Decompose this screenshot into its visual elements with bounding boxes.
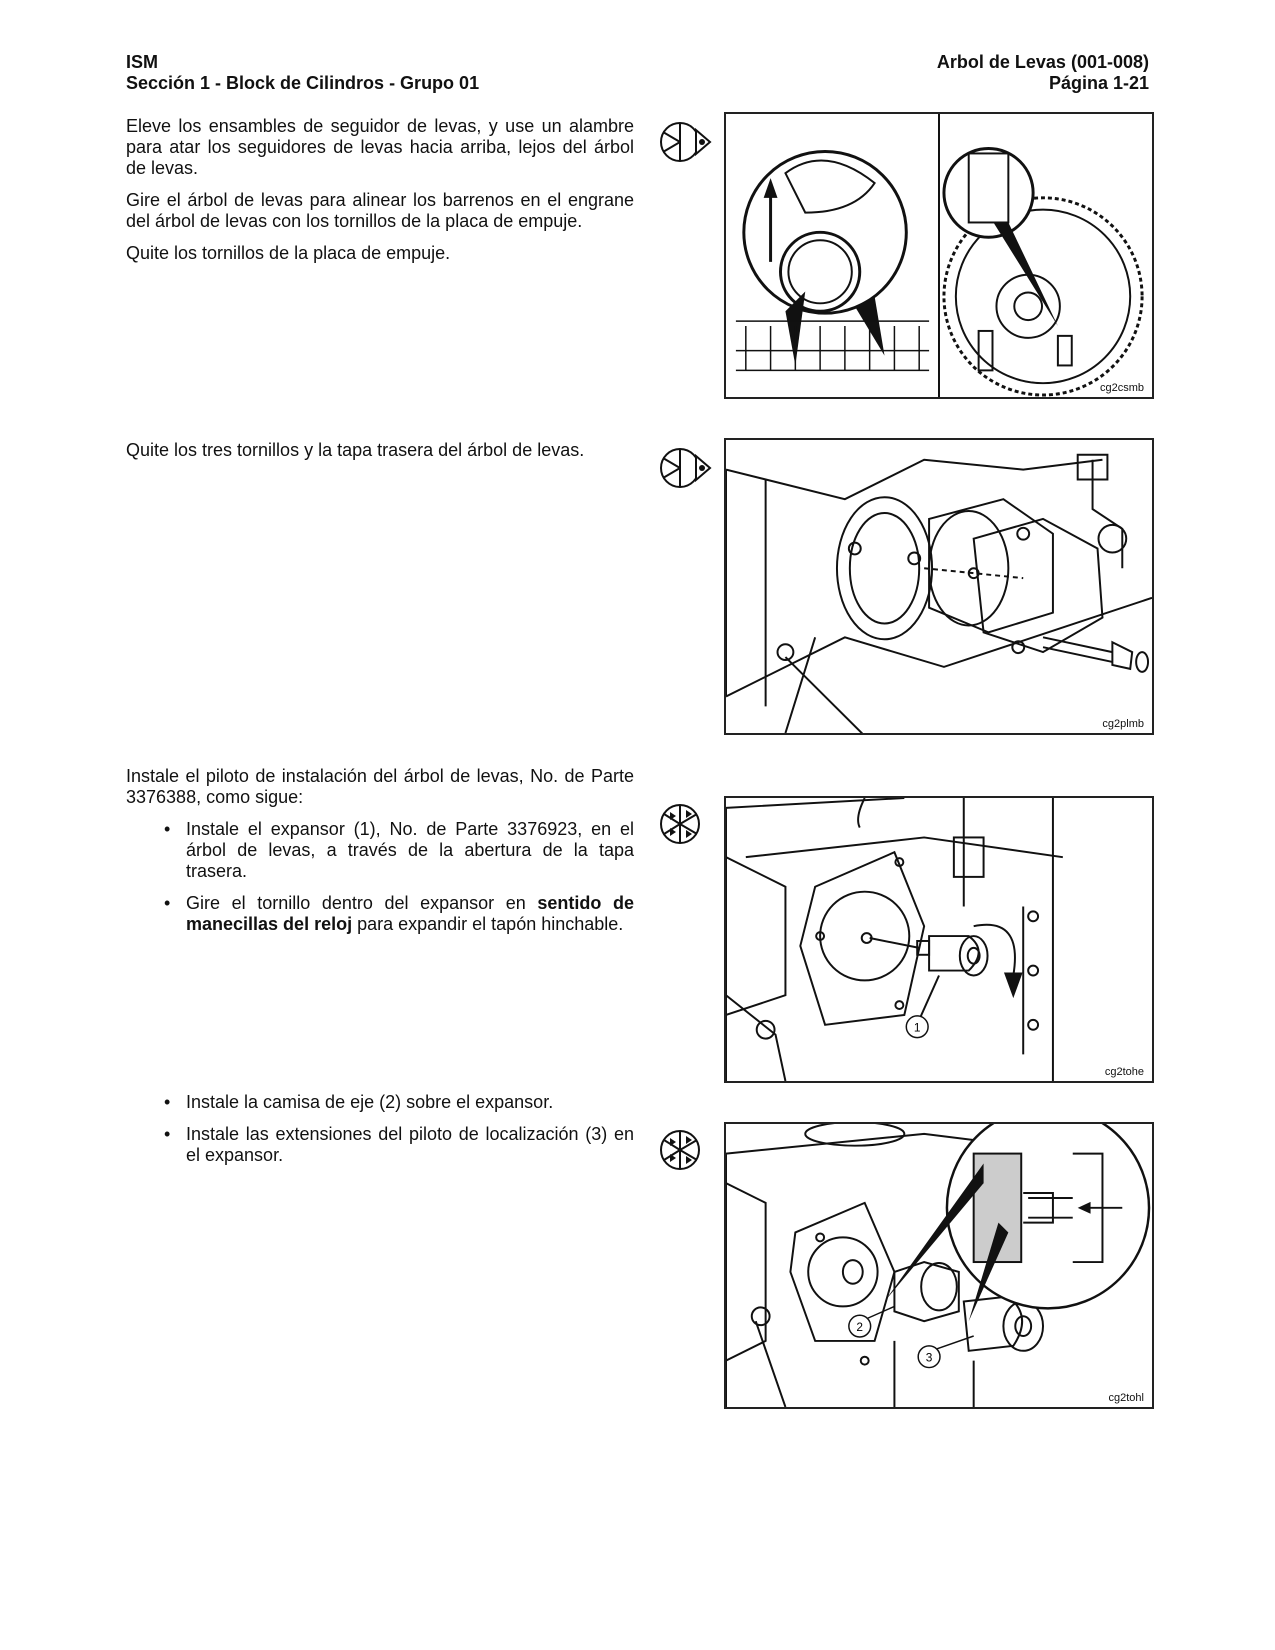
figure-cam-followers: cg2csmb: [724, 112, 1154, 399]
step-2-paragraph: Quite los tres tornillos y la tapa trase…: [126, 440, 585, 460]
emphasis-text: sentido de manecillas del reloj: [186, 893, 634, 934]
list-item-text: para expandir el tapón hinchable.: [352, 914, 624, 934]
figure-rear-cover: cg2plmb: [724, 438, 1154, 735]
step-4-bullet-list: Instale la camisa de eje (2) sobre el ex…: [126, 1092, 634, 1166]
step-3-paragraph: Instale el piloto de instalación del árb…: [126, 766, 634, 807]
figure-code: cg2tohl: [1106, 1392, 1146, 1404]
install-icon: [658, 800, 714, 848]
manual-title: ISM: [126, 52, 159, 72]
step-1-text: Eleve los ensambles de seguidor de levas…: [126, 116, 634, 275]
list-item: Instale las extensiones del piloto de lo…: [164, 1124, 634, 1166]
list-item-text: Gire el tornillo dentro del expansor en: [186, 893, 538, 913]
callout-label: 2: [856, 1320, 863, 1334]
page-header-right: Arbol de Levas (001-008) Página 1-21: [937, 52, 1149, 94]
callout-label: 3: [926, 1351, 933, 1365]
step-3-bullet-list: Instale el expansor (1), No. de Parte 33…: [126, 819, 634, 935]
figure-code: cg2csmb: [1097, 382, 1146, 394]
step-1-paragraph: Eleve los ensambles de seguidor de levas…: [126, 116, 634, 178]
step-2-text: Quite los tres tornillos y la tapa trase…: [126, 440, 634, 472]
step-1-paragraph: Gire el árbol de levas para alinear los …: [126, 190, 634, 231]
list-item: Gire el tornillo dentro del expansor en …: [164, 893, 634, 935]
list-item: Instale la camisa de eje (2) sobre el ex…: [164, 1092, 634, 1113]
remove-icon: [658, 118, 714, 166]
figure-shaft-sleeve: 2 3 cg2tohl: [724, 1122, 1154, 1409]
page-header-left: ISM Sección 1 - Block de Cilindros - Gru…: [126, 52, 479, 94]
remove-icon: [658, 444, 714, 492]
figure-code: cg2plmb: [1100, 718, 1146, 730]
figure-code: cg2tohe: [1102, 1066, 1146, 1078]
page-number: Página 1-21: [1048, 73, 1149, 93]
callout-label: 1: [914, 1021, 921, 1035]
step-4-text: Instale la camisa de eje (2) sobre el ex…: [126, 1092, 634, 1177]
list-item: Instale el expansor (1), No. de Parte 33…: [164, 819, 634, 882]
section-title: Sección 1 - Block de Cilindros - Grupo 0…: [126, 73, 480, 93]
install-icon: [658, 1126, 714, 1174]
figure-expander: 1 cg2tohe: [724, 796, 1154, 1083]
step-1-paragraph: Quite los tornillos de la placa de empuj…: [126, 243, 451, 263]
chapter-title: Arbol de Levas (001-008): [936, 52, 1149, 72]
step-3-text: Instale el piloto de instalación del árb…: [126, 766, 634, 946]
